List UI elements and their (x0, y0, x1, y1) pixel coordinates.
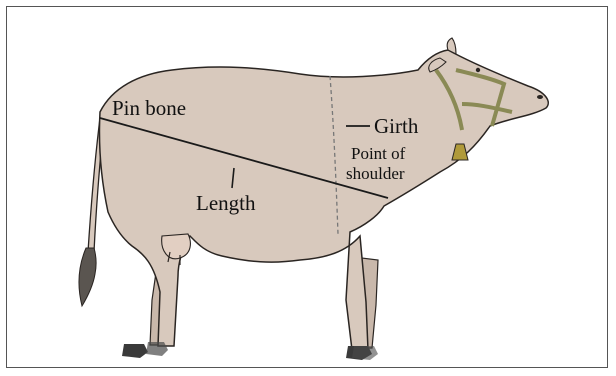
hoof-hind-far (146, 342, 168, 356)
label-point-of: Point of (351, 145, 405, 162)
hoof-hind-near (122, 344, 148, 358)
label-length: Length (196, 193, 255, 214)
tail-switch (79, 248, 96, 306)
hoof-front-far (352, 346, 378, 360)
label-shoulder: shoulder (346, 165, 405, 182)
cow-body (99, 50, 548, 350)
label-pin-bone: Pin bone (112, 98, 186, 119)
nostril (537, 95, 543, 99)
label-girth: Girth (374, 116, 418, 137)
eye (476, 68, 480, 72)
